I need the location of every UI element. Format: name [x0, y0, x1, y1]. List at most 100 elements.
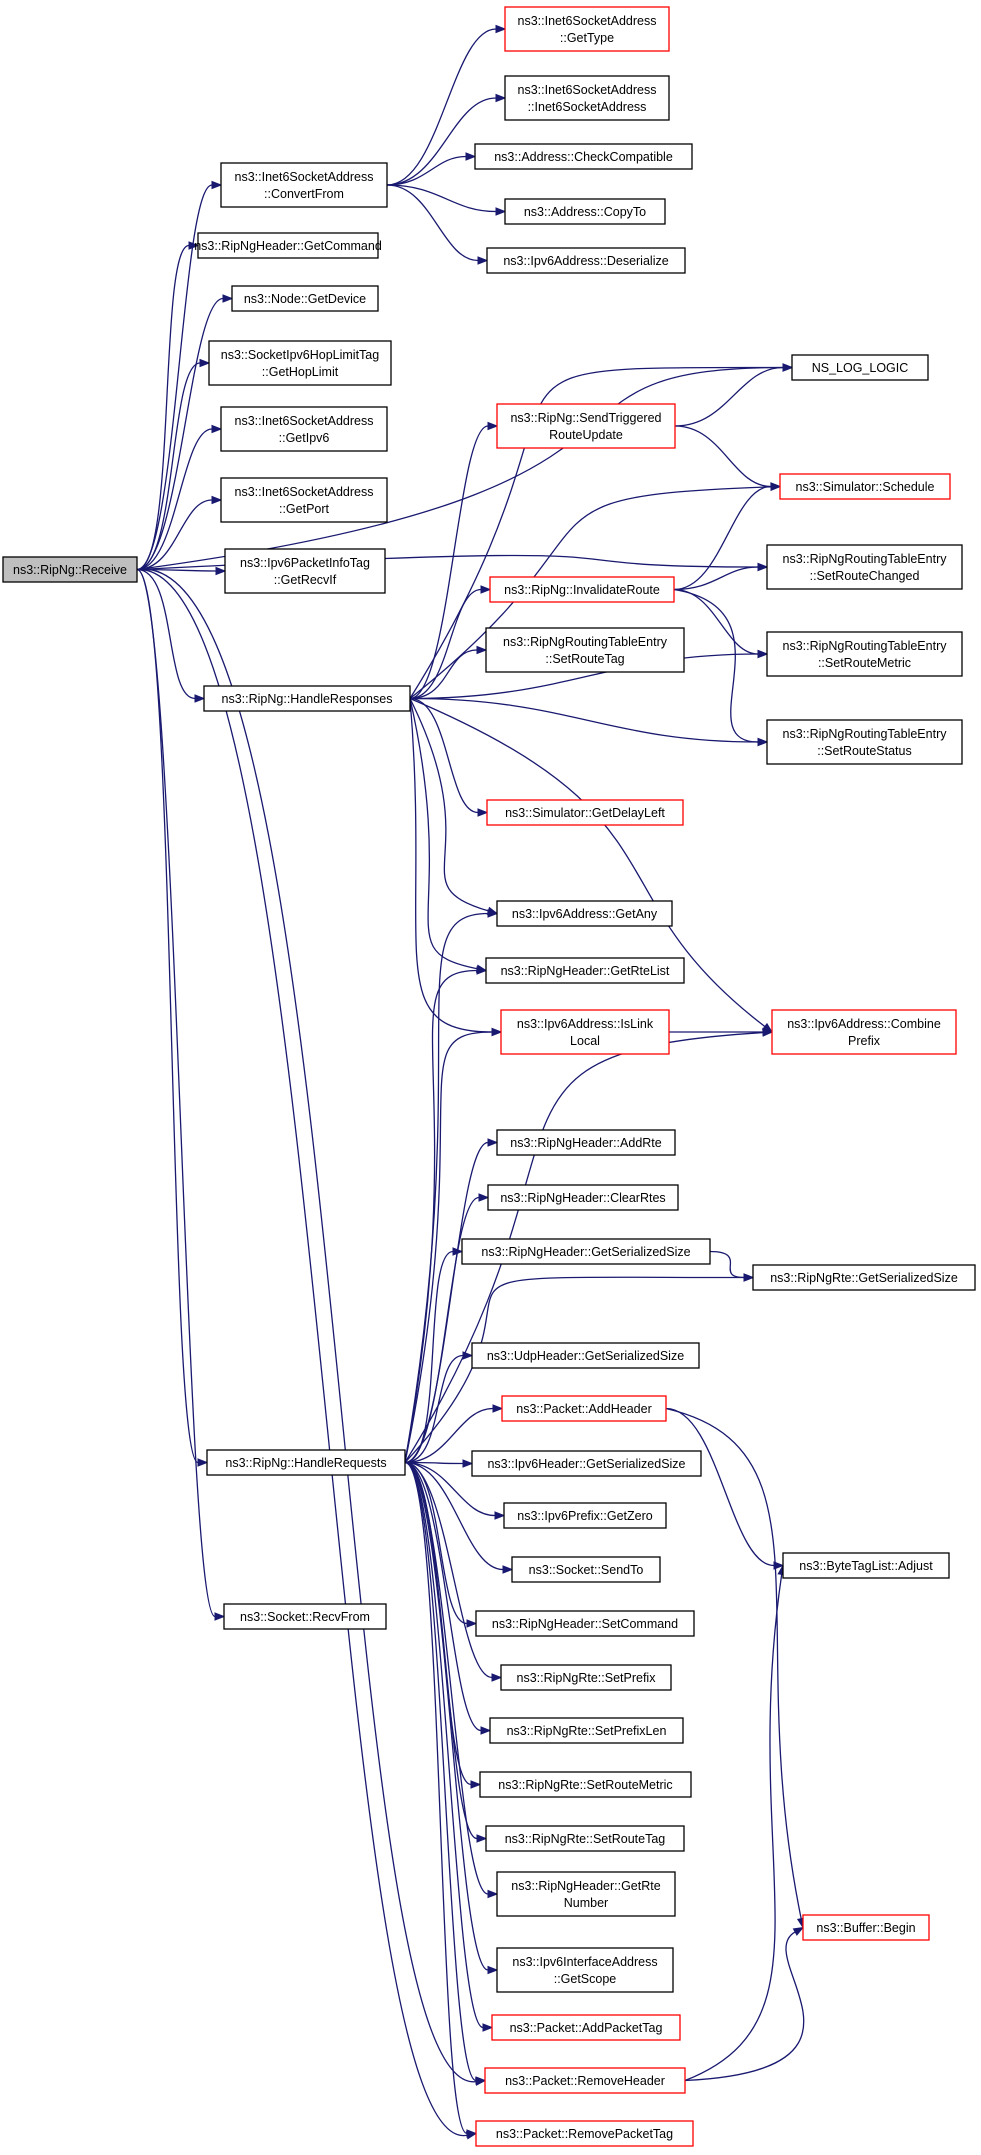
node-box[interactable] [485, 627, 685, 673]
node-box[interactable] [203, 685, 411, 712]
node-box[interactable] [791, 354, 929, 381]
node-box[interactable] [206, 1449, 406, 1476]
node-removePktTag[interactable]: ns3::Packet::RemovePacketTag [475, 2120, 694, 2147]
node-addr_check[interactable]: ns3::Address::CheckCompatible [474, 143, 693, 170]
node-invalidate[interactable]: ns3::RipNg::InvalidateRoute [489, 576, 675, 603]
node-removeHdr[interactable]: ns3::Packet::RemoveHeader [484, 2067, 686, 2094]
node-box[interactable] [752, 1264, 976, 1291]
node-box[interactable] [766, 719, 963, 765]
node-getAny[interactable]: ns3::Ipv6Address::GetAny [496, 900, 673, 927]
node-udpSerSize[interactable]: ns3::UdpHeader::GetSerializedSize [471, 1342, 700, 1369]
node-clearRtes[interactable]: ns3::RipNgHeader::ClearRtes [487, 1184, 679, 1211]
node-box[interactable] [471, 1342, 700, 1369]
node-box[interactable] [479, 1771, 692, 1798]
node-addRte[interactable]: ns3::RipNgHeader::AddRte [496, 1129, 676, 1156]
node-box[interactable] [486, 247, 686, 274]
node-rte_changed[interactable]: ns3::RipNgRoutingTableEntry::SetRouteCha… [766, 544, 963, 590]
node-byteTag[interactable]: ns3::ByteTagList::Adjust [782, 1552, 950, 1579]
node-box[interactable] [220, 406, 388, 452]
node-i6sa_convert[interactable]: ns3::Inet6SocketAddress::ConvertFrom [220, 162, 388, 208]
node-bufBegin[interactable]: ns3::Buffer::Begin [802, 1914, 930, 1941]
node-box[interactable] [471, 1450, 702, 1477]
node-i6sa_getIpv6[interactable]: ns3::Inet6SocketAddress::GetIpv6 [220, 406, 388, 452]
node-i6sa_ctor[interactable]: ns3::Inet6SocketAddress::Inet6SocketAddr… [504, 75, 670, 121]
node-box[interactable] [496, 1129, 676, 1156]
node-box[interactable] [489, 1717, 684, 1744]
node-box[interactable] [504, 75, 670, 121]
node-ipv6_deser[interactable]: ns3::Ipv6Address::Deserialize [486, 247, 686, 274]
node-box[interactable] [779, 473, 951, 500]
node-ipv6HdrSer[interactable]: ns3::Ipv6Header::GetSerializedSize [471, 1450, 702, 1477]
node-box[interactable] [224, 548, 386, 594]
node-addr_copy[interactable]: ns3::Address::CopyTo [504, 198, 666, 225]
node-addHeader[interactable]: ns3::Packet::AddHeader [501, 1395, 667, 1422]
node-rteSetMetric[interactable]: ns3::RipNgRte::SetRouteMetric [479, 1771, 692, 1798]
node-setPrefix[interactable]: ns3::RipNgRte::SetPrefix [500, 1664, 672, 1691]
node-box[interactable] [496, 403, 676, 449]
node-node_getDev[interactable]: ns3::Node::GetDevice [231, 285, 379, 312]
node-box[interactable] [208, 340, 392, 386]
node-hdrSerSize[interactable]: ns3::RipNgHeader::GetSerializedSize [461, 1238, 711, 1265]
node-box[interactable] [766, 631, 963, 677]
node-box[interactable] [485, 957, 685, 984]
node-rteSerSize[interactable]: ns3::RipNgRte::GetSerializedSize [752, 1264, 976, 1291]
node-box[interactable] [475, 1610, 695, 1637]
node-box[interactable] [766, 544, 963, 590]
node-recvFrom[interactable]: ns3::Socket::RecvFrom [223, 1603, 387, 1630]
node-box[interactable] [503, 1502, 667, 1529]
node-setCmd[interactable]: ns3::RipNgHeader::SetCommand [475, 1610, 695, 1637]
node-box[interactable] [487, 1184, 679, 1211]
node-box[interactable] [2, 556, 138, 583]
node-box[interactable] [501, 1395, 667, 1422]
node-hoplimit[interactable]: ns3::SocketIpv6HopLimitTag::GetHopLimit [208, 340, 392, 386]
node-hdr_getCmd[interactable]: ns3::RipNgHeader::GetCommand [194, 232, 382, 259]
node-addPktTag[interactable]: ns3::Packet::AddPacketTag [491, 2014, 681, 2041]
node-rte_metric[interactable]: ns3::RipNgRoutingTableEntry::SetRouteMet… [766, 631, 963, 677]
node-handleReq[interactable]: ns3::RipNg::HandleRequests [206, 1449, 406, 1476]
node-box[interactable] [223, 1603, 387, 1630]
node-sendTo[interactable]: ns3::Socket::SendTo [511, 1556, 661, 1583]
node-box[interactable] [496, 1871, 676, 1917]
node-rteSetTag[interactable]: ns3::RipNgRte::SetRouteTag [485, 1825, 685, 1852]
node-box[interactable] [782, 1552, 950, 1579]
node-box[interactable] [461, 1238, 711, 1265]
node-box[interactable] [496, 900, 673, 927]
node-ns_log[interactable]: NS_LOG_LOGIC [791, 354, 929, 381]
node-box[interactable] [220, 162, 388, 208]
node-rte_tag[interactable]: ns3::RipNgRoutingTableEntry::SetRouteTag [485, 627, 685, 673]
node-box[interactable] [491, 2014, 681, 2041]
node-box[interactable] [485, 1825, 685, 1852]
node-box[interactable] [771, 1009, 957, 1055]
node-box[interactable] [500, 1664, 672, 1691]
node-box[interactable] [489, 576, 675, 603]
node-setPrefixLen[interactable]: ns3::RipNgRte::SetPrefixLen [489, 1717, 684, 1744]
node-box[interactable] [484, 2067, 686, 2094]
node-getRteList[interactable]: ns3::RipNgHeader::GetRteList [485, 957, 685, 984]
node-getZero[interactable]: ns3::Ipv6Prefix::GetZero [503, 1502, 667, 1529]
node-box[interactable] [475, 2120, 694, 2147]
node-box[interactable] [511, 1556, 661, 1583]
node-box[interactable] [500, 1009, 670, 1055]
node-box[interactable] [486, 799, 684, 826]
node-box[interactable] [496, 1947, 674, 1993]
node-box[interactable] [802, 1914, 930, 1941]
node-getScope[interactable]: ns3::Ipv6InterfaceAddress::GetScope [496, 1947, 674, 1993]
node-box[interactable] [220, 477, 388, 523]
node-box[interactable] [197, 232, 379, 259]
node-rte_status[interactable]: ns3::RipNgRoutingTableEntry::SetRouteSta… [766, 719, 963, 765]
node-box[interactable] [474, 143, 693, 170]
node-i6sa_getType[interactable]: ns3::Inet6SocketAddress::GetType [504, 6, 670, 52]
node-box[interactable] [504, 198, 666, 225]
node-i6sa_getPort[interactable]: ns3::Inet6SocketAddress::GetPort [220, 477, 388, 523]
node-receive[interactable]: ns3::RipNg::Receive [2, 556, 138, 583]
node-pktinfo[interactable]: ns3::Ipv6PacketInfoTag::GetRecvIf [224, 548, 386, 594]
node-box[interactable] [504, 6, 670, 52]
node-handleResp[interactable]: ns3::RipNg::HandleResponses [203, 685, 411, 712]
node-box[interactable] [231, 285, 379, 312]
node-sched[interactable]: ns3::Simulator::Schedule [779, 473, 951, 500]
node-delayLeft[interactable]: ns3::Simulator::GetDelayLeft [486, 799, 684, 826]
